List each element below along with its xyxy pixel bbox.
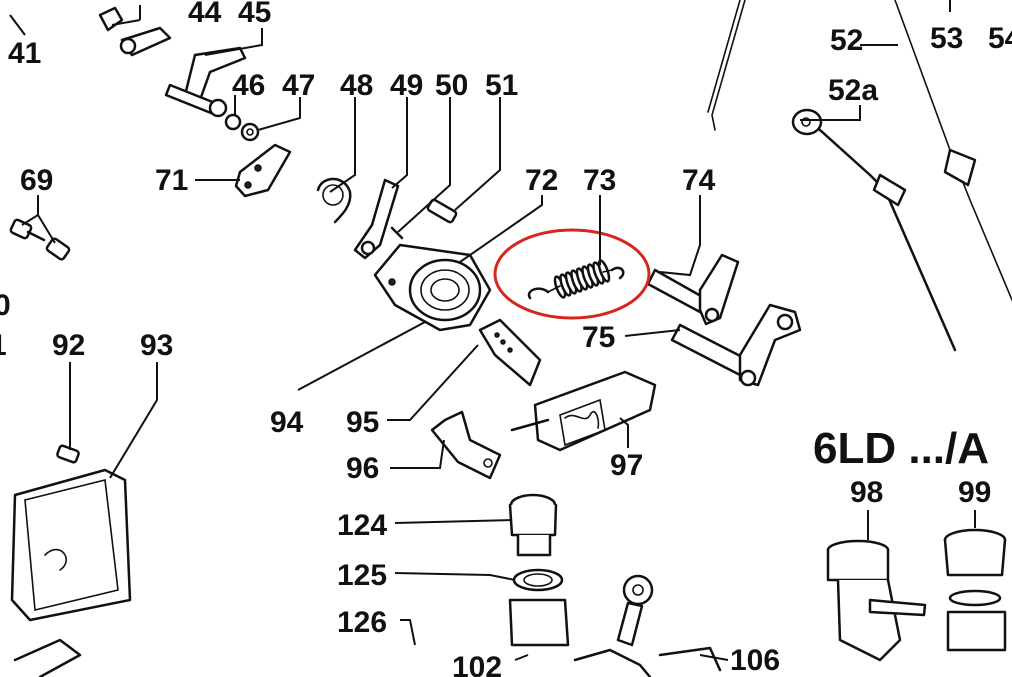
- label-126: 126: [337, 606, 387, 639]
- part-71-bracket: [234, 143, 292, 198]
- part-99-cap: [943, 528, 1007, 652]
- label-125: 125: [337, 559, 387, 592]
- label-92: 92: [52, 329, 85, 362]
- label-75: 75: [582, 321, 615, 354]
- part-98-elbow: [826, 539, 927, 662]
- label-52a: 52a: [828, 74, 878, 107]
- part-74-lever: [646, 253, 740, 326]
- label-49: 49: [390, 69, 423, 102]
- part-lug: [616, 574, 654, 647]
- part-bottom-partials: [13, 638, 722, 677]
- leader-lines: [9, 0, 976, 661]
- engine-variant-title: 6LD .../A: [813, 424, 989, 473]
- label-97: 97: [610, 449, 643, 482]
- part-124-126-stack: [508, 493, 570, 647]
- part-48-51-cluster: [316, 177, 458, 260]
- part-69-screws: [9, 218, 71, 261]
- label-45: 45: [238, 0, 271, 29]
- part-52-rods: [707, 0, 1012, 352]
- label-94: 94: [270, 406, 304, 439]
- label-95: 95: [346, 406, 379, 439]
- label-52: 52: [830, 24, 863, 57]
- part-93-cover: [10, 468, 132, 622]
- label-47: 47: [282, 69, 315, 102]
- part-92-screw: [56, 444, 80, 464]
- part-75-lever: [670, 303, 802, 387]
- label-41: 41: [8, 37, 41, 70]
- label-48: 48: [340, 69, 373, 102]
- label-50: 50: [435, 69, 468, 102]
- label-96: 96: [346, 452, 379, 485]
- highlight-circle: [493, 228, 651, 320]
- label-51: 51: [485, 69, 518, 102]
- label-71: 71: [155, 164, 188, 197]
- label-69: 69: [20, 164, 53, 197]
- part-95-cam: [478, 318, 542, 387]
- part-97-spring-cage: [510, 370, 657, 452]
- part-96-cam: [430, 410, 502, 480]
- label-73: 73: [583, 164, 616, 197]
- label-93: 93: [140, 329, 173, 362]
- label-99: 99: [958, 476, 991, 509]
- part-44-45-linkage: [98, 6, 247, 118]
- part-72-housing: [373, 243, 492, 332]
- label-edge-0: 0: [0, 289, 11, 322]
- label-54: 54: [988, 22, 1012, 55]
- label-124: 124: [337, 509, 387, 542]
- label-44: 44: [188, 0, 222, 29]
- label-106: 106: [730, 644, 780, 677]
- label-74: 74: [682, 164, 716, 197]
- label-98: 98: [850, 476, 883, 509]
- label-46: 46: [232, 69, 265, 102]
- label-edge-1: 1: [0, 329, 7, 362]
- part-46-47-nuts: [224, 113, 260, 142]
- part-73-spring: [527, 259, 625, 300]
- label-72: 72: [525, 164, 558, 197]
- label-53: 53: [930, 22, 963, 55]
- label-102: 102: [452, 651, 502, 677]
